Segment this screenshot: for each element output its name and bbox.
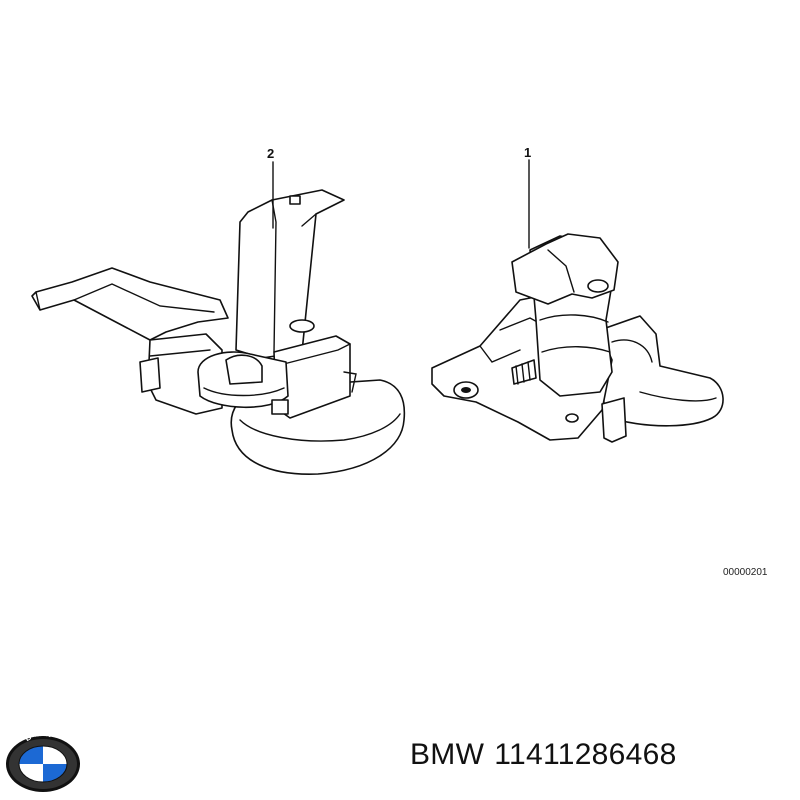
part-caption: BMW 11411286468: [410, 738, 677, 772]
bmw-logo: BMW: [6, 729, 80, 792]
part-1-oil-pump: [431, 233, 724, 443]
callout-1: 1: [524, 145, 531, 160]
brand-name: BMW: [410, 738, 485, 771]
part-number: 11411286468: [494, 738, 677, 771]
reference-code: 00000201: [723, 567, 768, 578]
callout-2: 2: [267, 146, 274, 161]
part-2-oil-pickup: [31, 189, 406, 475]
